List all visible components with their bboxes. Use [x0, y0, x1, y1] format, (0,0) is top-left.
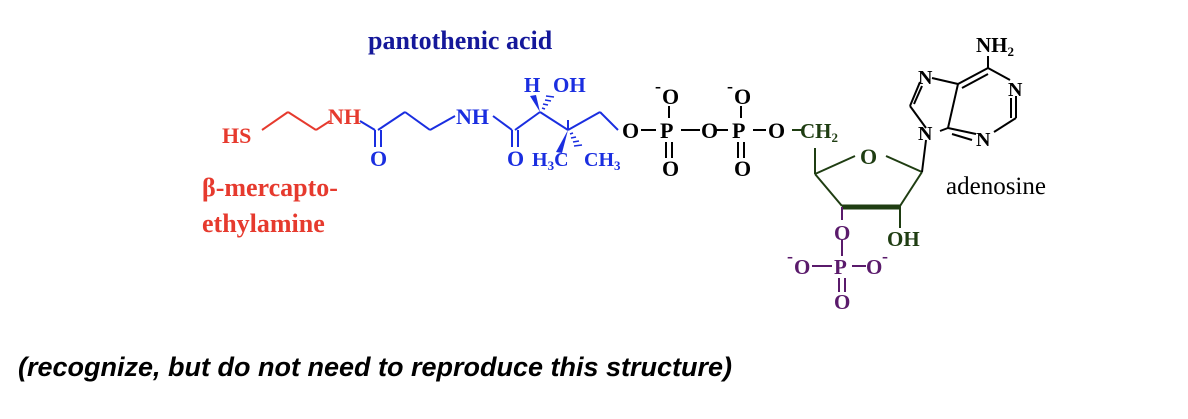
beta-mercaptoethylamine-bonds: [261, 111, 331, 131]
atom-o-ch2: O: [768, 118, 785, 143]
atom-nh2-amine: NH2: [976, 33, 1014, 59]
caption: (recognize, but do not need to reproduce…: [18, 352, 733, 382]
atom-p3-bottom-o: O: [834, 290, 850, 314]
atom-p1-bottom-o: O: [662, 156, 679, 181]
atom-o-link: O: [622, 118, 639, 143]
atom-ch3: CH3: [584, 149, 621, 173]
atom-p2-top-o: O: [734, 84, 751, 109]
hash-bond-oh: [541, 95, 555, 110]
atom-oh-2: OH: [887, 227, 920, 251]
atom-n-c: N: [918, 123, 933, 145]
beta-mercapto-label-line1: β-mercapto-: [202, 173, 338, 202]
atom-p-1: P: [660, 118, 673, 143]
atom-n-d: N: [976, 129, 991, 151]
diphosphate-bonds: [641, 106, 766, 158]
atom-h3c: H3C: [532, 149, 569, 173]
atom-p-3: P: [834, 255, 847, 279]
wedge-bond-h: [530, 95, 540, 112]
atom-p3-right-o: O: [866, 255, 882, 279]
atom-oh-1: OH: [553, 73, 586, 97]
atom-nh-2: NH: [456, 104, 489, 129]
atom-n-a: N: [918, 67, 933, 89]
atom-ch2: CH2: [800, 119, 838, 145]
pantothenic-acid-label: pantothenic acid: [368, 26, 553, 55]
beta-mercapto-label-line2: ethylamine: [202, 209, 325, 238]
phosphate-3-bonds: [812, 207, 866, 292]
pantothenic-acid-bonds: [359, 111, 619, 147]
atom-p-2: P: [732, 118, 745, 143]
ribose-bonds: [792, 129, 923, 228]
atom-o-bridge: O: [701, 118, 718, 143]
atom-o-2: O: [507, 146, 524, 171]
atom-n-b: N: [1008, 79, 1023, 101]
atom-nh-1: NH: [328, 104, 361, 129]
charge-p3-right: -: [882, 246, 888, 266]
adenosine-label: adenosine: [946, 173, 1046, 200]
atom-p1-top-o: O: [662, 84, 679, 109]
wedge-bond-h3c: [556, 130, 568, 153]
charge-p2-top: -: [727, 76, 733, 96]
atom-ribose-o3: O: [834, 221, 850, 245]
adenine-bonds: [909, 56, 1017, 173]
atom-p3-left-o: O: [794, 255, 810, 279]
charge-p1-top: -: [655, 76, 661, 96]
atom-p2-bottom-o: O: [734, 156, 751, 181]
atom-hs: HS: [222, 123, 251, 148]
atom-ring-o: O: [860, 144, 877, 169]
atom-h: H: [524, 73, 540, 97]
atom-o-1: O: [370, 146, 387, 171]
charge-p3-left: -: [787, 246, 793, 266]
hash-bond-ch3: [569, 132, 583, 147]
